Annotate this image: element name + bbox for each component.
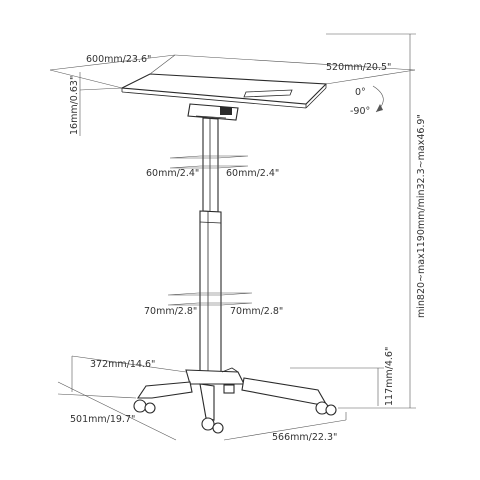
label-table-width: 600mm/23.6": [86, 54, 151, 65]
tabletop-bracket: [187, 103, 239, 121]
label-upper-column-left: 60mm/2.4": [146, 168, 199, 179]
dimension-base-rear-width: [71, 355, 187, 392]
dimension-table-width: [49, 54, 176, 89]
label-base-length: 566mm/22.3": [272, 432, 337, 443]
label-table-thickness: 16mm/0.63": [69, 76, 80, 135]
dimension-base-front-width: [57, 381, 177, 441]
desk-tabletop: [120, 73, 328, 109]
height-pedal: [223, 384, 235, 394]
release-lever: [220, 107, 232, 115]
label-base-front-width: 501mm/19.7": [70, 414, 135, 425]
label-base-rear-width: 372mm/14.6": [90, 359, 155, 370]
column-lower: [199, 210, 222, 373]
base-frame: [136, 367, 327, 421]
dimension-lower-column: [167, 292, 253, 306]
dimension-table-depth: [174, 54, 416, 85]
column-upper: [202, 117, 219, 213]
dimension-base-height: [290, 367, 384, 406]
label-table-depth: 520mm/20.5": [326, 62, 391, 73]
label-upper-column-right: 60mm/2.4": [226, 168, 279, 179]
castor-front: [201, 417, 224, 434]
label-tilt-top: 0°: [355, 87, 366, 98]
label-base-height: 117mm/4.6": [384, 347, 395, 406]
dimension-base-length: [223, 412, 347, 441]
dimension-upper-column: [169, 155, 249, 169]
castor-rear: [315, 401, 337, 416]
castor-wheels: [133, 399, 337, 434]
tilt-arrow: [372, 85, 384, 113]
label-lower-column-right: 70mm/2.8": [230, 306, 283, 317]
dimension-overall-height: [326, 33, 416, 409]
label-lower-column-left: 70mm/2.8": [144, 306, 197, 317]
label-tilt-bottom: -90°: [350, 106, 370, 117]
castor-left: [133, 399, 156, 414]
label-height-range: min820~max1190mm/min32.3~max46.9": [416, 114, 427, 318]
dimension-table-thickness: [79, 72, 123, 136]
